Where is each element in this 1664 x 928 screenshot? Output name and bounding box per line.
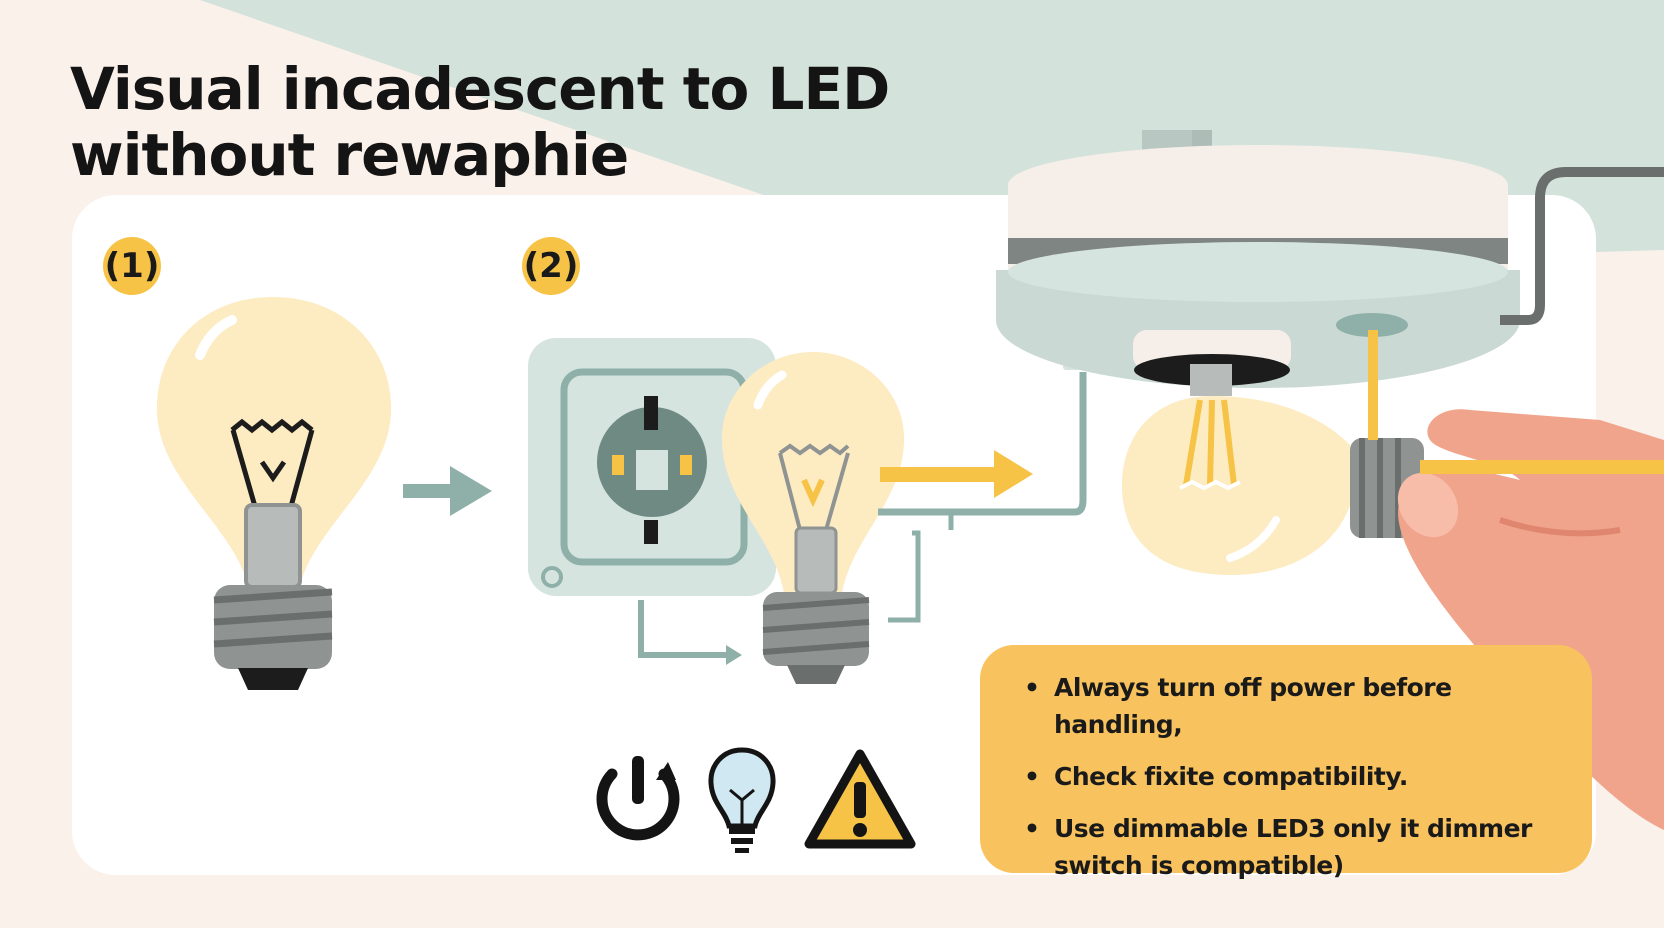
tips-list: Always turn off power before handling, C… (1024, 669, 1568, 884)
power-icon (596, 756, 680, 841)
outlet-icon (528, 338, 776, 665)
arrow-right-icon (403, 466, 492, 516)
led-bulb-icon (708, 747, 776, 853)
step-1-badge: (1) (103, 237, 161, 295)
hand-icon (1397, 409, 1664, 830)
ceiling-fixture (996, 130, 1664, 388)
tip-item: Use dimmable LED3 only it dimmer switch … (1024, 810, 1568, 884)
led-filament-bulb-icon (1121, 330, 1424, 575)
tip-item: Check fixite compatibility. (1024, 758, 1568, 795)
tip-item: Always turn off power before handling, (1024, 669, 1568, 743)
title-line-2: without rewaphie (70, 121, 629, 189)
bulb-step2-icon (721, 352, 921, 684)
safety-tips-box: Always turn off power before handling, C… (980, 645, 1592, 880)
step-2-badge: (2) (522, 237, 580, 295)
title-line-1: Visual incadescent to LED (70, 55, 890, 123)
page-title: Visual incadescent to LED without rewaph… (70, 55, 890, 189)
warning-icon (804, 749, 916, 849)
incandescent-bulb-icon (156, 297, 392, 690)
